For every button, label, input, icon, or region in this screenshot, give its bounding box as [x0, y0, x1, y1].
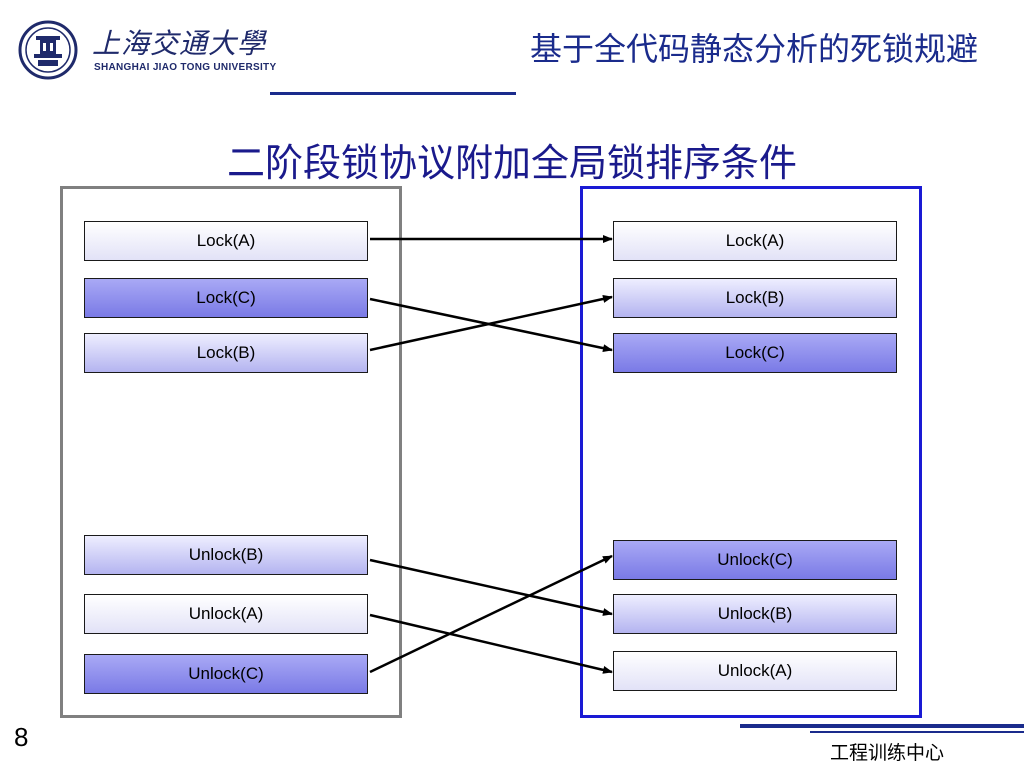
right-transaction-panel	[580, 186, 922, 718]
university-name-en: SHANGHAI JIAO TONG UNIVERSITY	[94, 62, 277, 73]
footer-organization: 工程训练中心	[830, 742, 945, 764]
header-divider	[270, 92, 516, 95]
arrow-unlock-a	[369, 613, 613, 674]
right-lock-a-box: Lock(A)	[613, 221, 897, 261]
left-unlock-a-box: Unlock(A)	[84, 594, 368, 634]
university-name-cn: 上海交通大學	[92, 27, 267, 60]
footer-divider-thin	[810, 731, 1024, 733]
arrow-unlock-b	[369, 558, 613, 616]
right-lock-b-box: Lock(B)	[613, 278, 897, 318]
right-unlock-b-box: Unlock(B)	[613, 594, 897, 634]
left-unlock-c-box: Unlock(C)	[84, 654, 368, 694]
right-unlock-c-box: Unlock(C)	[613, 540, 897, 580]
left-lock-c-box: Lock(C)	[84, 278, 368, 318]
arrow-unlock-c	[369, 554, 613, 674]
footer-divider-thick	[740, 724, 1024, 728]
header-title: 基于全代码静态分析的死锁规避	[529, 30, 978, 68]
left-transaction-panel	[60, 186, 402, 718]
left-unlock-b-box: Unlock(B)	[84, 535, 368, 575]
slide-title: 二阶段锁协议附加全局锁排序条件	[226, 141, 797, 185]
university-emblem-icon	[18, 20, 78, 80]
right-lock-c-box: Lock(C)	[613, 333, 897, 373]
right-unlock-a-box: Unlock(A)	[613, 651, 897, 691]
arrow-lock-b	[369, 295, 613, 352]
page-number: 8	[14, 722, 29, 752]
left-lock-b-box: Lock(B)	[84, 333, 368, 373]
left-lock-a-box: Lock(A)	[84, 221, 368, 261]
university-logo: 上海交通大學 SHANGHAI JIAO TONG UNIVERSITY	[18, 20, 276, 80]
